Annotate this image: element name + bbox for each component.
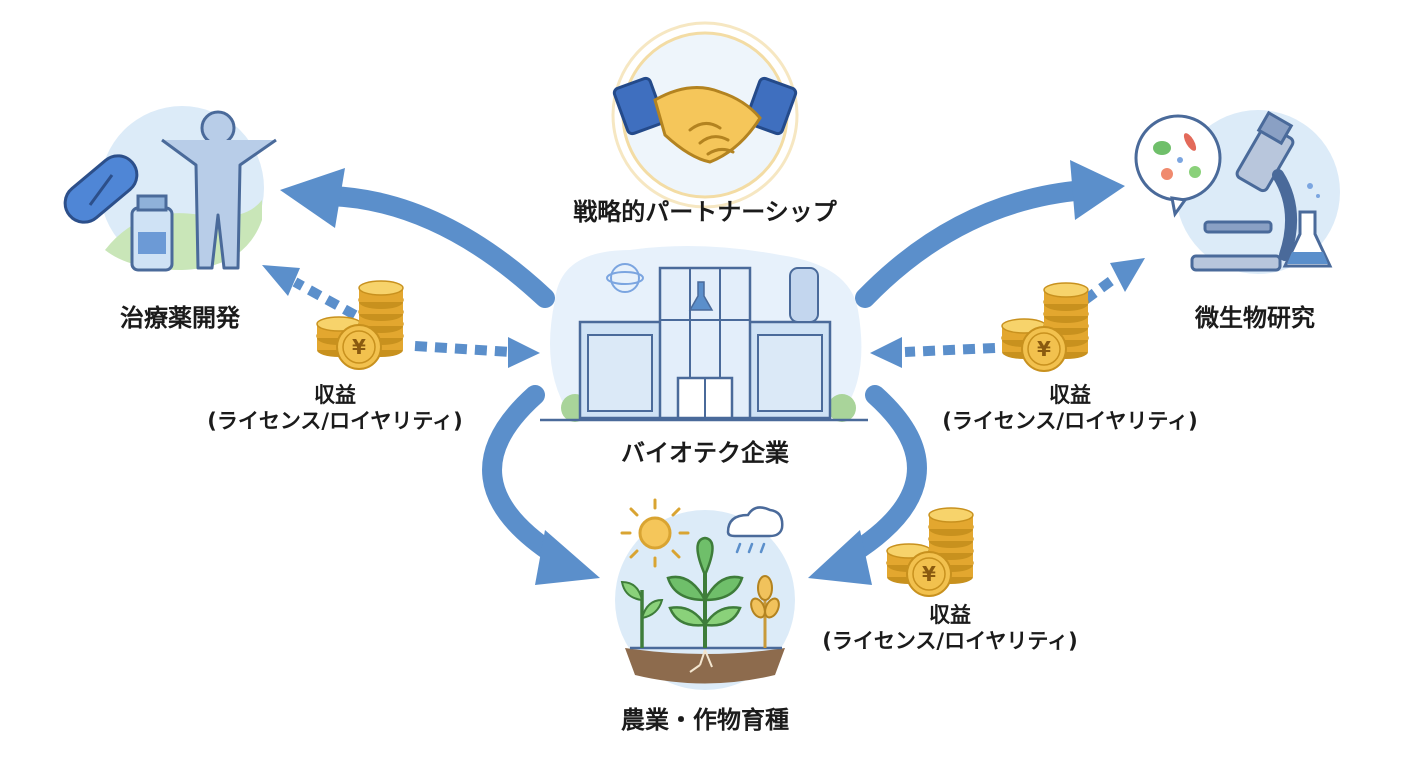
flow-arrows [280,160,1125,585]
revenue-flow-arrows [262,258,1145,368]
revenue-detail: (ライセンス/ロイヤリティ) [822,629,1078,653]
yen-coins-icon-right [1002,283,1088,371]
microscope-bacteria-icon [1134,110,1340,274]
revenue-title: 収益 [929,603,971,627]
revenue-title: 収益 [314,383,356,407]
agriculture-label: 農業・作物育種 [621,706,789,734]
handshake-icon [611,21,799,209]
revenue-detail: (ライセンス/ロイヤリティ) [942,409,1198,433]
yen-coins-icon-left [317,281,403,369]
revenue-label-left: 収益 (ライセンス/ロイヤリティ) [180,382,490,434]
center-company-label: バイオテク企業 [621,439,789,467]
revenue-title: 収益 [1049,383,1091,407]
partnership-label: 戦略的パートナーシップ [573,198,837,226]
revenue-label-right: 収益 (ライセンス/ロイヤリティ) [915,382,1225,434]
plants-sun-cloud-icon [615,498,795,690]
revenue-label-bottom: 収益 (ライセンス/ロイヤリティ) [795,602,1105,654]
microbiology-label: 微生物研究 [1195,304,1315,332]
therapeutics-label: 治療薬開発 [120,304,240,332]
person-pill-vial-icon [63,106,277,272]
revenue-detail: (ライセンス/ロイヤリティ) [207,409,463,433]
biotech-building-icon [540,246,868,422]
